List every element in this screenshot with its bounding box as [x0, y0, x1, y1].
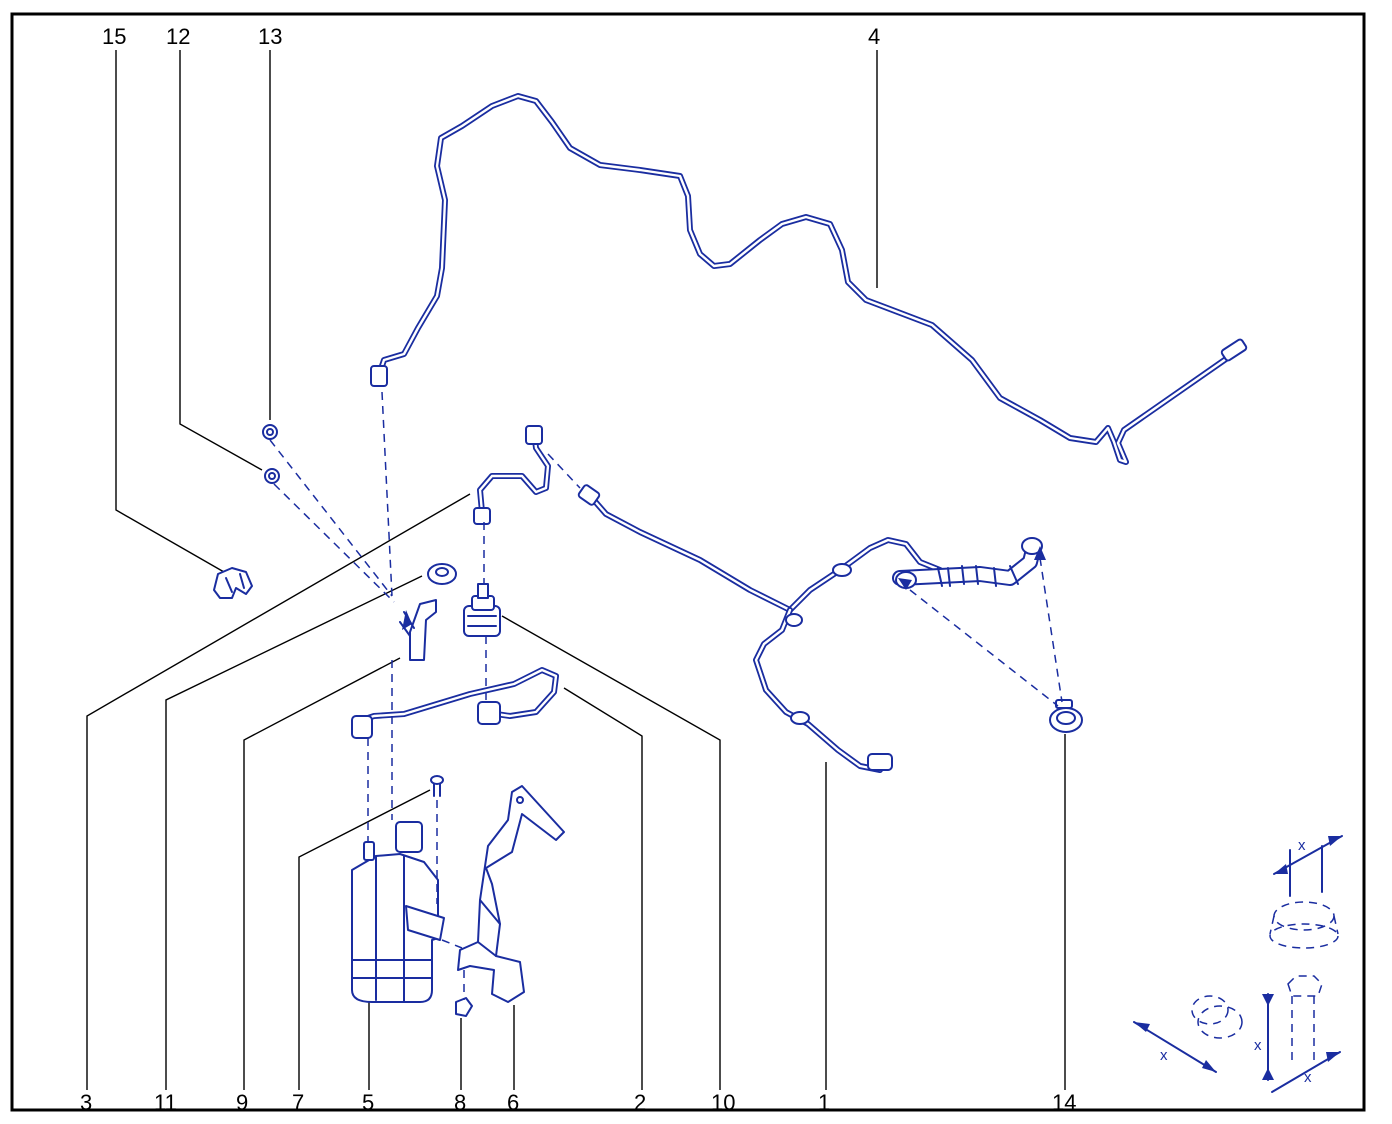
callout-2: 2: [634, 1090, 646, 1115]
part-8-nut: [455, 997, 473, 1017]
part-11-clip: [427, 563, 457, 585]
part-2-hose: [351, 667, 559, 739]
diagram-frame: [10, 12, 1366, 1112]
callout-5: 5: [362, 1090, 374, 1115]
callout-14: 14: [1052, 1090, 1076, 1115]
part-14-hose-clamp: [1049, 699, 1083, 733]
part-13-grommet: [262, 424, 278, 440]
legend-clamp-dimension: x: [1133, 995, 1243, 1073]
part-4-vapor-line: [370, 93, 1248, 465]
assembly-guide-lines: [269, 391, 1063, 1000]
callout-6: 6: [507, 1090, 519, 1115]
leader-2: [563, 687, 643, 1090]
part-10-purge-valve: [463, 583, 501, 637]
callout-9: 9: [236, 1090, 248, 1115]
callout-8: 8: [454, 1090, 466, 1115]
callout-11: 11: [154, 1090, 177, 1115]
part-5-charcoal-canister: [351, 821, 445, 1003]
part-12-grommet: [264, 468, 280, 484]
part-7-bolt: [430, 775, 444, 797]
part-1-purge-line: [577, 484, 943, 773]
callout-12: 12: [166, 24, 190, 49]
legend-x-label-3: x: [1254, 1037, 1262, 1054]
part-9-bracket: [399, 599, 437, 661]
callout-4: 4: [868, 24, 880, 49]
part-1-corrugated-hose: [892, 537, 1043, 589]
part-3-vapor-hose: [473, 425, 551, 525]
callout-7: 7: [292, 1090, 304, 1115]
callout-10: 10: [711, 1090, 735, 1115]
leader-10: [501, 615, 721, 1090]
leader-7: [298, 789, 431, 1090]
leader-9: [243, 657, 401, 1090]
callout-15: 15: [102, 24, 126, 49]
legend-x-label-2: x: [1160, 1047, 1168, 1064]
callout-3: 3: [80, 1090, 92, 1115]
legend-x-label-4: x: [1304, 1069, 1312, 1086]
assembly-arrows: [402, 546, 1046, 630]
leader-15: [115, 50, 225, 573]
part-15-double-clip: [213, 567, 253, 599]
legend-x-label-1: x: [1298, 837, 1306, 854]
leader-12: [179, 50, 263, 471]
callout-1: 1: [818, 1090, 830, 1115]
callout-13: 13: [258, 24, 282, 49]
legend-bolt-dimension: x x: [1254, 975, 1341, 1093]
leader-3: [86, 493, 471, 1090]
part-6-mounting-bracket: [457, 785, 565, 1003]
leader-lines: [86, 50, 1066, 1090]
leader-11: [165, 575, 423, 1090]
legend-nut-dimension: x: [1269, 835, 1343, 949]
